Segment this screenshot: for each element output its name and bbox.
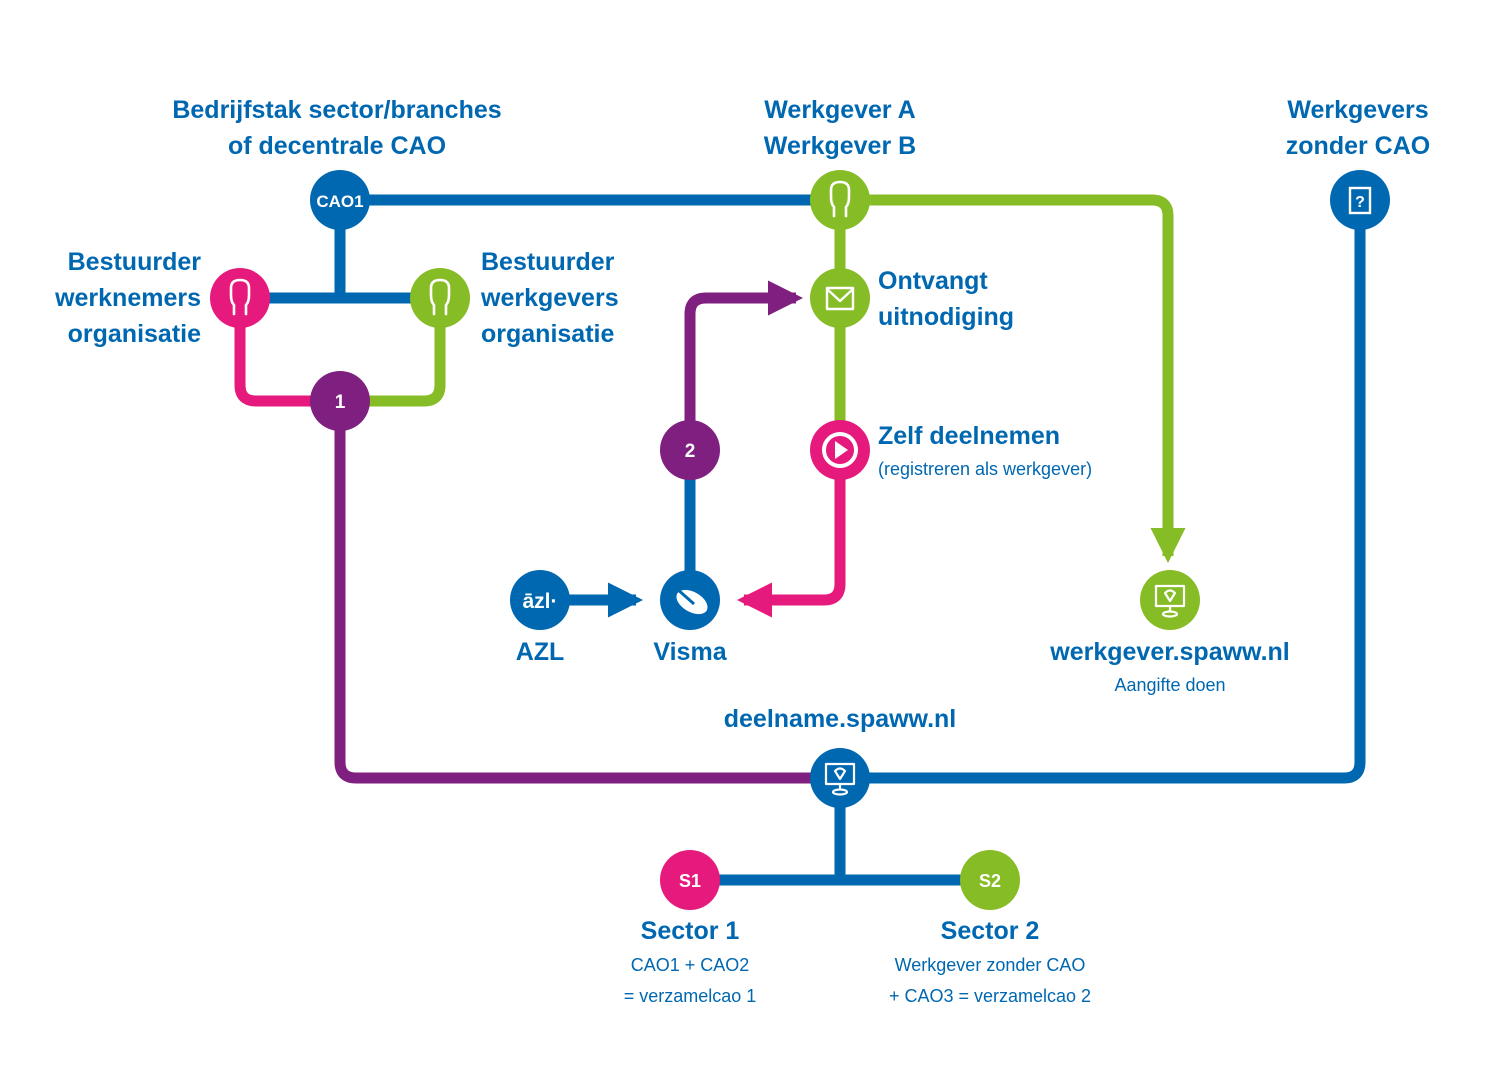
node-werknemers-org [210, 268, 270, 328]
node-visma [660, 570, 720, 630]
node-zelf-deelnemen [810, 420, 870, 480]
label-deelname-site: deelname.spaww.nl [723, 705, 957, 733]
label-line: zonder CAO [1285, 132, 1431, 160]
label-ontvangt-uitnodiging: Ontvangt uitnodiging [878, 263, 1014, 335]
label-sector-1: Sector 1 [640, 917, 740, 945]
node-zonder-cao: ? [1330, 170, 1390, 230]
label-azl: AZL [515, 638, 565, 666]
person-icon [229, 278, 251, 316]
label-line: organisatie [67, 320, 201, 348]
step-1-number: 1 [335, 392, 346, 413]
node-werkgevers-org [410, 268, 470, 328]
node-deelname-site [810, 748, 870, 808]
connector-zondercao-deelname [840, 200, 1366, 784]
envelope-icon [825, 286, 855, 311]
label-zelf-deelnemen: Zelf deelnemen [878, 422, 1060, 450]
label-line: Ontvangt [878, 267, 988, 295]
label-line: = verzamelcao 1 [623, 986, 757, 1006]
label-sector-2: Sector 2 [940, 917, 1040, 945]
s2-badge-text: S2 [979, 871, 1001, 891]
node-azl: āzl· [510, 570, 570, 630]
s1-badge-text: S1 [679, 871, 701, 891]
label-werkgevers-org: Bestuurder werkgevers organisatie [481, 244, 619, 352]
step-2-number: 2 [685, 441, 696, 462]
label-zonder-cao: Werkgevers zonder CAO [1286, 92, 1430, 164]
label-bedrijfstak: Bedrijfstak sector/branches of decentral… [172, 92, 501, 164]
label-line: Bestuurder [67, 248, 201, 276]
node-werkgever-site [1140, 570, 1200, 630]
label-werkgever-site: werkgever.spaww.nl [1050, 638, 1290, 666]
label-line: CAO1 + CAO2 [630, 955, 750, 975]
label-line: werkgevers [481, 284, 619, 312]
monitor-icon [1154, 584, 1186, 618]
label-werkgever-site-sub: Aangifte doen [1114, 675, 1226, 695]
label-line: Werkgever zonder CAO [894, 955, 1086, 975]
node-werkgever-ab [810, 170, 870, 230]
svg-text:?: ? [1355, 194, 1365, 211]
node-cao1: CAO1 [310, 170, 370, 230]
monitor-icon [824, 762, 856, 796]
person-icon [429, 278, 451, 316]
visma-logo [675, 586, 708, 615]
node-sector-2: S2 [960, 850, 1020, 910]
label-line: Werkgever A [764, 96, 916, 124]
connector-step1-deelname [334, 401, 840, 784]
label-sector-1-sub: CAO1 + CAO2 = verzamelcao 1 [624, 950, 757, 1012]
label-werknemers-org: Bestuurder werknemers organisatie [55, 244, 201, 352]
label-line: Bestuurder [481, 248, 615, 276]
connector-werkgevers-step1 [340, 298, 446, 407]
label-line: Werkgevers [1287, 96, 1429, 124]
azl-logo: āzl· [522, 590, 557, 613]
label-werkgever-ab: Werkgever A Werkgever B [764, 92, 916, 164]
label-line: Werkgever B [763, 132, 917, 160]
cao1-badge-text: CAO1 [316, 192, 363, 211]
person-icon [829, 180, 851, 218]
label-line: uitnodiging [878, 303, 1015, 331]
label-line: + CAO3 = verzamelcao 2 [888, 986, 1092, 1006]
label-visma: Visma [653, 638, 727, 666]
connector-werknemers-step1 [234, 298, 340, 407]
connector-step2-ontvangt [684, 280, 804, 450]
label-line: werknemers [55, 284, 201, 312]
label-line: Bedrijfstak sector/branches [172, 96, 502, 124]
play-icon [822, 432, 858, 468]
label-line: of decentrale CAO [227, 132, 447, 160]
label-sector-2-sub: Werkgever zonder CAO + CAO3 = verzamelca… [889, 950, 1091, 1012]
connector-zelf-visma [736, 450, 846, 618]
node-step-2: 2 [660, 420, 720, 480]
node-ontvangt-uitnodiging [810, 268, 870, 328]
connector-werkgever-site [840, 194, 1186, 564]
question-document-icon: ? [1348, 186, 1372, 215]
label-line: organisatie [481, 320, 615, 348]
node-step-1: 1 [310, 371, 370, 431]
node-sector-1: S1 [660, 850, 720, 910]
label-zelf-deelnemen-sub: (registreren als werkgever) [878, 459, 1093, 479]
